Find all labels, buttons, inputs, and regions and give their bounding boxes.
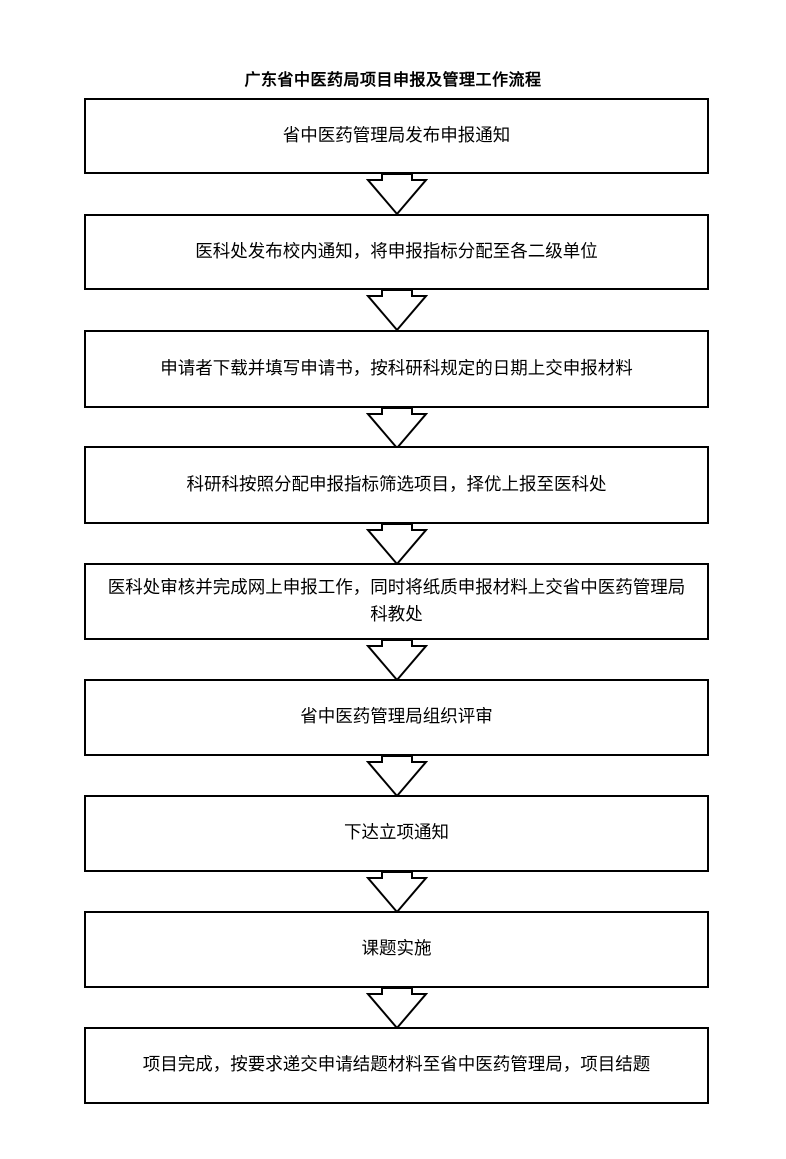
flow-arrow-1 <box>366 174 428 216</box>
flow-arrow-3 <box>366 408 428 450</box>
flow-step-6: 省中医药管理局组织评审 <box>84 679 709 756</box>
flow-step-1-label: 省中医药管理局发布申报通知 <box>282 125 511 146</box>
flow-arrow-8 <box>366 988 428 1030</box>
flow-step-2: 医科处发布校内通知，将申报指标分配至各二级单位 <box>84 214 709 290</box>
flow-step-4-label: 科研科按照分配申报指标筛选项目，择优上报至医科处 <box>186 474 607 495</box>
flow-step-9: 项目完成，按要求递交申请结题材料至省中医药管理局，项目结题 <box>84 1027 709 1104</box>
flow-arrow-4 <box>366 524 428 566</box>
flow-arrow-5 <box>366 640 428 682</box>
flow-step-7-label: 下达立项通知 <box>344 823 449 843</box>
flow-step-3: 申请者下载并填写申请书，按科研科规定的日期上交申报材料 <box>84 330 709 408</box>
flow-step-8: 课题实施 <box>84 911 709 988</box>
flow-step-8-label: 课题实施 <box>361 939 432 959</box>
flowchart-title: 广东省中医药局项目申报及管理工作流程 <box>244 70 542 89</box>
flow-step-5-label: 医科处审核并完成网上申报工作，同时将纸质申报材料上交省中医药管理局科教处 <box>107 577 686 625</box>
flow-arrow-7 <box>366 872 428 914</box>
flow-step-2-label: 医科处发布校内通知，将申报指标分配至各二级单位 <box>195 241 598 262</box>
flow-step-7: 下达立项通知 <box>84 795 709 872</box>
flow-arrow-6 <box>366 756 428 798</box>
flow-step-9-label: 项目完成，按要求递交申请结题材料至省中医药管理局，项目结题 <box>142 1055 651 1075</box>
flow-step-1: 省中医药管理局发布申报通知 <box>84 98 709 174</box>
flow-step-4: 科研科按照分配申报指标筛选项目，择优上报至医科处 <box>84 446 709 524</box>
flow-step-6-label: 省中医药管理局组织评审 <box>300 707 493 727</box>
flow-step-5: 医科处审核并完成网上申报工作，同时将纸质申报材料上交省中医药管理局科教处 <box>84 563 709 640</box>
flow-step-3-label: 申请者下载并填写申请书，按科研科规定的日期上交申报材料 <box>160 358 633 379</box>
flow-arrow-2 <box>366 290 428 332</box>
